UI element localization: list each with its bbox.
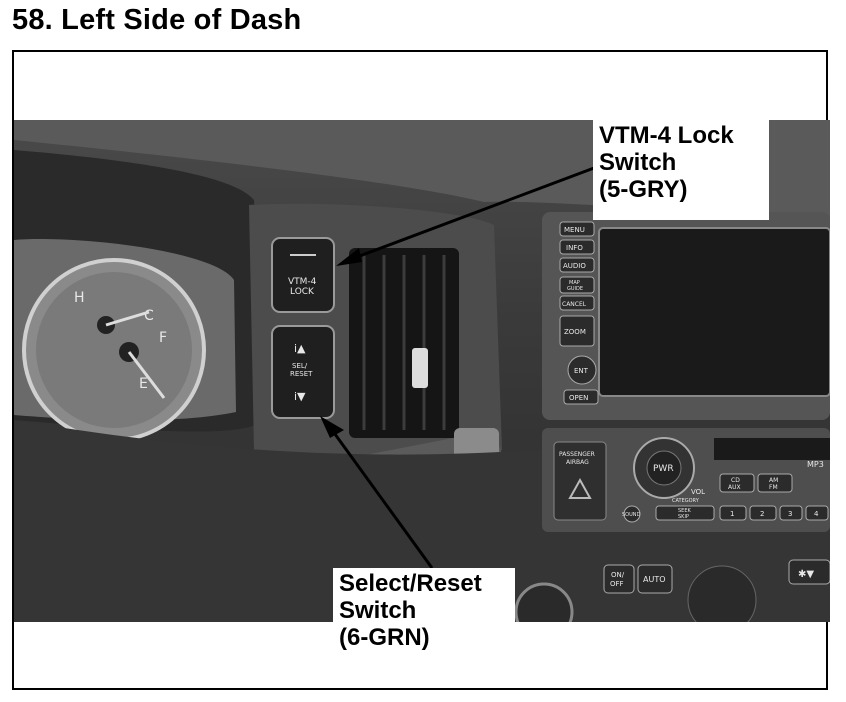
am-fm-label-line1: AM (769, 477, 778, 484)
am-fm-button[interactable] (757, 473, 793, 493)
info-label: INFO (566, 244, 583, 252)
on-off-button[interactable] (603, 564, 635, 594)
auto-button[interactable] (637, 564, 673, 594)
zoom-button[interactable] (559, 315, 595, 347)
preset-4-button[interactable] (805, 505, 829, 521)
audio-label: AUDIO (563, 262, 586, 270)
vent-louvers (362, 255, 446, 430)
vtm4-label-line2: LOCK (290, 287, 315, 297)
vtm4-callout-line3: (5-GRY) (599, 176, 688, 203)
vent-tab[interactable] (412, 348, 428, 388)
vtm4-lock-switch[interactable] (271, 237, 335, 313)
audio-display (714, 438, 830, 460)
open-button[interactable] (563, 389, 599, 405)
select-reset-label-line2: RESET (290, 370, 313, 378)
cd-aux-label-line1: CD (731, 477, 740, 484)
seek-skip-label-line2: SKIP (678, 514, 689, 520)
preset-2-button[interactable] (749, 505, 777, 521)
info-button[interactable] (559, 239, 595, 255)
preset-buttons: 1 2 3 4 (719, 505, 829, 521)
gauge-h-label: H (74, 290, 85, 306)
fan-down-button[interactable] (788, 559, 830, 585)
cd-aux-button[interactable] (719, 473, 755, 493)
cancel-label: CANCEL (562, 301, 587, 308)
gauge-face (36, 272, 192, 428)
map-guide-label-line2: GUIDE (567, 286, 583, 292)
am-fm-label-line2: FM (769, 484, 778, 491)
sound-button[interactable] (623, 505, 641, 523)
select-reset-callout-arrow (330, 429, 434, 569)
seek-skip-label-line1: SEEK (678, 508, 691, 514)
nav-buttons: MENU INFO AUDIO MAP GUIDE CANCEL ZOOM EN… (559, 221, 599, 405)
open-label: OPEN (569, 394, 588, 402)
cancel-button[interactable] (559, 295, 595, 311)
on-off-label-line1: ON/ (611, 571, 625, 579)
ent-label: ENT (574, 367, 589, 375)
vtm4-callout-line1: VTM-4 Lock (599, 122, 734, 149)
ent-knob[interactable] (567, 355, 597, 385)
vtm4-lock-callout: VTM-4 Lock Switch (5-GRY) (593, 120, 769, 220)
cd-aux-label-line2: AUX (728, 484, 741, 491)
fuel-needle (127, 351, 166, 399)
dashboard-photo: H C F E VTM-4 LOCK i▲ SEL/ RESET i▼ (14, 120, 830, 622)
temperature-dial[interactable] (514, 582, 574, 622)
vtm4-arrowhead (336, 248, 362, 266)
map-guide-label-line1: MAP (569, 280, 580, 286)
select-reset-callout-line2: Switch (339, 597, 417, 624)
gauge-c-label: C (144, 308, 154, 324)
preset-3-label: 3 (788, 510, 792, 518)
vtm4-callout-line2: Switch (599, 149, 677, 176)
page-title: 58. Left Side of Dash (12, 4, 302, 36)
zoom-label: ZOOM (564, 328, 586, 336)
map-guide-button[interactable] (559, 276, 595, 294)
pwr-button[interactable] (646, 450, 682, 486)
select-reset-arrowhead (320, 416, 344, 438)
gauge-e-label: E (139, 376, 148, 392)
menu-button[interactable] (559, 221, 595, 237)
category-label: CATEGORY (672, 498, 700, 504)
vtm4-callout-arrow (348, 166, 595, 262)
preset-2-label: 2 (760, 510, 764, 518)
auto-label: AUTO (643, 575, 666, 584)
temp-needle (105, 310, 150, 327)
select-reset-switch[interactable] (271, 325, 335, 419)
dashboard-illustration: H C F E VTM-4 LOCK i▲ SEL/ RESET i▼ (14, 120, 830, 622)
preset-1-label: 1 (730, 510, 734, 518)
climate-dial[interactable] (687, 565, 757, 622)
audio-button[interactable] (559, 257, 595, 273)
pwr-label: PWR (653, 464, 674, 474)
seek-skip-button[interactable] (655, 505, 715, 521)
vol-label: VOL (691, 488, 705, 496)
fan-down-icon: ✱▼ (798, 569, 814, 580)
navigation-screen (598, 227, 830, 397)
passenger-airbag-label-line2: AIRBAG (566, 459, 589, 466)
select-down-icon: i▼ (294, 390, 306, 403)
select-up-icon: i▲ (294, 342, 306, 355)
hazard-button[interactable] (568, 477, 592, 499)
mp3-label: MP3 (807, 460, 824, 469)
select-reset-callout: Select/Reset Switch (6-GRN) (333, 568, 515, 666)
select-reset-callout-line1: Select/Reset (339, 570, 482, 597)
preset-3-button[interactable] (779, 505, 803, 521)
select-reset-callout-line3: (6-GRN) (339, 624, 430, 651)
select-reset-label-line1: SEL/ (292, 362, 308, 370)
preset-1-button[interactable] (719, 505, 747, 521)
passenger-airbag-label-line1: PASSENGER (559, 451, 595, 458)
gauge-f-label: F (159, 330, 167, 346)
vtm4-label-line1: VTM-4 (288, 277, 317, 287)
on-off-label-line2: OFF (610, 580, 624, 588)
preset-4-label: 4 (814, 510, 819, 518)
sound-label: SOUND (622, 512, 641, 518)
menu-label: MENU (564, 226, 585, 234)
